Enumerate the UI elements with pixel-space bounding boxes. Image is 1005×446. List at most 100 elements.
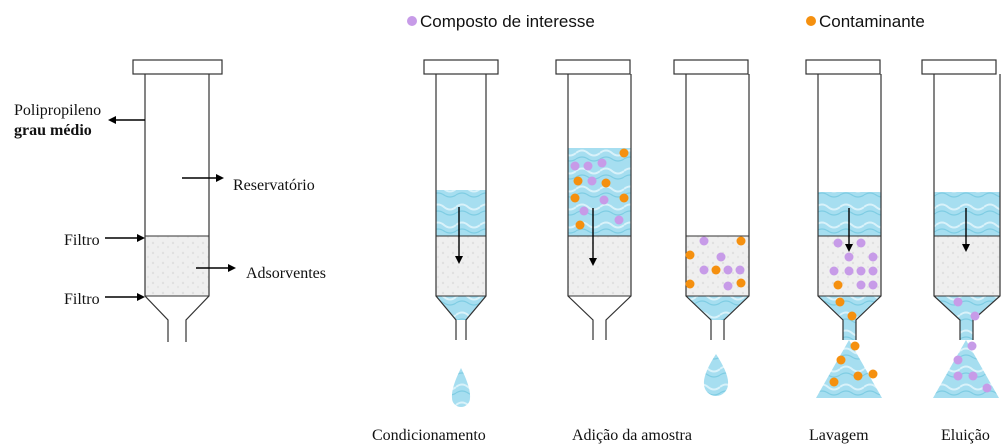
liquid-cone — [934, 296, 1000, 320]
compound-particle — [868, 280, 878, 290]
step-conditioning-cartridge — [423, 59, 499, 407]
contaminant-particle — [575, 220, 585, 230]
compound-particle — [583, 161, 593, 171]
cartridge-cap — [921, 59, 997, 75]
contaminant-particle — [736, 278, 746, 288]
cartridge-schematic: Polipropileno grau médio Reservatório Fi… — [14, 59, 326, 342]
reservoir-label: Reservatório — [233, 177, 315, 194]
compound-particle — [967, 341, 977, 351]
legend: Composto de interesse Contaminante — [407, 12, 925, 31]
step-label: Lavagem — [809, 427, 869, 444]
contaminant-particle — [601, 178, 611, 188]
grade-label: grau médio — [14, 122, 92, 139]
particles — [685, 236, 746, 291]
compound-particle — [953, 355, 963, 365]
contaminant-particle — [711, 265, 721, 275]
eluate-fan — [933, 340, 999, 398]
compound-particle — [953, 297, 963, 307]
cartridge-cap — [423, 59, 499, 75]
liquid-layer — [436, 190, 486, 236]
compound-particle — [579, 206, 589, 216]
compound-particle — [716, 252, 726, 262]
liquid-cone — [436, 296, 486, 320]
compound-legend-dot — [407, 16, 417, 26]
eluate-fan — [816, 340, 882, 398]
compound-particle — [856, 266, 866, 276]
compound-particle — [597, 158, 607, 168]
contaminant-particle — [836, 355, 846, 365]
compound-particle — [868, 266, 878, 276]
compound-particle — [735, 265, 745, 275]
compound-particle — [970, 311, 980, 321]
compound-particle — [723, 265, 733, 275]
filter-top-label: Filtro — [64, 232, 100, 249]
contaminant-particle — [835, 297, 845, 307]
particles — [570, 148, 629, 230]
compound-particle — [599, 195, 609, 205]
contaminant-legend-dot — [806, 16, 816, 26]
sorbent-bed — [436, 236, 486, 296]
cartridge-cap — [555, 59, 631, 75]
compound-particle — [953, 371, 963, 381]
cartridge-body — [144, 74, 210, 342]
contaminant-particle — [847, 311, 857, 321]
particles — [829, 238, 878, 387]
compound-particle — [829, 266, 839, 276]
cartridge-body — [685, 74, 750, 340]
compound-particle — [570, 161, 580, 171]
compound-particle — [844, 252, 854, 262]
cartridge-body — [933, 74, 1001, 340]
filter-bottom-label: Filtro — [64, 291, 100, 308]
sorbent-bed — [145, 236, 209, 296]
cartridge-cap — [673, 59, 749, 75]
compound-particle — [856, 280, 866, 290]
compound-particle — [982, 383, 992, 393]
sorbent-label: Adsorventes — [246, 265, 326, 282]
step-sample-retention-cartridge — [673, 59, 750, 396]
liquid-layer — [934, 192, 1000, 236]
contaminant-particle — [736, 236, 746, 246]
step-label: Condicionamento — [372, 427, 486, 444]
compound-particle — [968, 371, 978, 381]
cartridge-cap — [132, 59, 223, 75]
step-sample-loading-cartridge — [555, 59, 632, 340]
compound-particle — [833, 238, 843, 248]
compound-legend-label: Composto de interesse — [420, 12, 595, 31]
compound-particle — [844, 266, 854, 276]
droplet — [451, 368, 471, 407]
cartridge-cap — [805, 59, 881, 75]
compound-particle — [856, 238, 866, 248]
contaminant-particle — [850, 341, 860, 351]
compound-particle — [587, 176, 597, 186]
step-elution-cartridge — [921, 59, 1001, 398]
compound-particle — [699, 236, 709, 246]
compound-particle — [699, 265, 709, 275]
contaminant-particle — [829, 377, 839, 387]
liquid-stream — [960, 320, 973, 340]
liquid-stream — [843, 320, 856, 340]
step-label: Adição da amostra — [572, 427, 692, 444]
compound-particle — [868, 252, 878, 262]
contaminant-particle — [619, 148, 629, 158]
droplet — [703, 354, 729, 396]
contaminant-particle — [853, 371, 863, 381]
sorbent-bed — [568, 236, 631, 296]
contaminant-particle — [685, 250, 695, 260]
particles — [953, 297, 992, 393]
cartridge-body — [435, 74, 487, 340]
cartridge-body — [817, 74, 882, 340]
contaminant-legend-label: Contaminante — [819, 12, 925, 31]
sorbent-bed — [934, 236, 1000, 296]
contaminant-particle — [685, 279, 695, 289]
step-washing-cartridge — [805, 59, 882, 398]
liquid-cone — [818, 296, 881, 320]
liquid-cone — [686, 296, 749, 320]
contaminant-particle — [833, 280, 843, 290]
step-label: Eluição — [941, 427, 990, 444]
contaminant-particle — [868, 369, 878, 379]
contaminant-particle — [619, 193, 629, 203]
cartridge-body — [567, 74, 632, 340]
compound-particle — [723, 281, 733, 291]
compound-particle — [614, 215, 624, 225]
